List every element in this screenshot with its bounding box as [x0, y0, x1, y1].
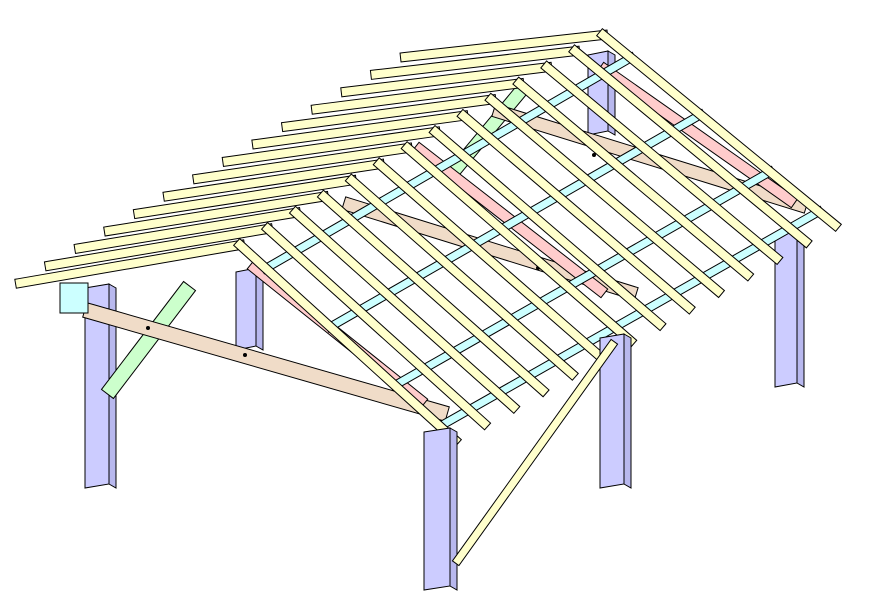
- rafter-front-slope-9-face: [485, 93, 724, 297]
- rafter-back-slope-10-face: [311, 78, 524, 114]
- purlin-1-face: [325, 110, 706, 332]
- rafter-back-slope-7: [221, 126, 442, 167]
- rafter-front-slope-9: [484, 92, 726, 299]
- rafter-back-slope-2-face: [74, 208, 301, 253]
- purlin-0: [259, 51, 637, 275]
- post-back-right-side: [796, 230, 805, 388]
- rafter-front-slope-10: [512, 76, 755, 282]
- rafter-back-slope-13: [399, 29, 609, 63]
- brace-long-diagonal-face: [453, 340, 617, 565]
- rafter-front-slope-13-face: [597, 29, 841, 231]
- rafter-front-slope-7: [428, 124, 667, 332]
- post-left-middle-face: [235, 267, 257, 351]
- rafter-back-slope-1: [43, 223, 274, 272]
- rafter-front-slope-3-face: [318, 190, 549, 397]
- purlin-3: [433, 205, 825, 433]
- bolt-0: [146, 326, 150, 330]
- rafter-front-slope-4: [344, 173, 579, 381]
- rafter-front-slope-0-face: [234, 239, 461, 446]
- rafter-front-slope-0: [232, 237, 463, 448]
- rafter-front-slope-4-face: [346, 174, 578, 380]
- rafter-back-slope-4-face: [133, 175, 357, 219]
- front-structure: [423, 333, 632, 591]
- rafter-front-slope-1-face: [262, 223, 490, 430]
- purlin-2: [388, 165, 777, 392]
- rafter-front-slope-7-face: [429, 126, 666, 330]
- rafter-front-slope-6-face: [401, 142, 637, 347]
- rafter-back-slope-5-face: [163, 159, 385, 201]
- rafter-back-slope-11: [340, 61, 553, 98]
- bolt-2: [592, 153, 596, 157]
- post-front-corner-face: [423, 427, 451, 591]
- post-right-front: [599, 333, 632, 489]
- rafter-front-slope-5: [372, 157, 609, 365]
- rafter-back-slope-1-face: [45, 224, 273, 271]
- purlin-2-face: [390, 167, 775, 391]
- rafter-front-slope-2: [288, 205, 521, 414]
- purlin-0-face: [261, 53, 636, 274]
- rafter-back-slope-5: [162, 158, 386, 202]
- gable-end-block: [59, 282, 89, 314]
- post-front-corner-side: [449, 427, 458, 591]
- rafter-front-slope-13: [595, 27, 843, 233]
- tie-beam-front-face: [83, 303, 449, 421]
- purlin-3-face: [435, 206, 824, 432]
- rafter-back-slope-11-face: [341, 62, 552, 97]
- rafter-back-slope-2: [73, 206, 302, 254]
- rafter-back-slope-10: [310, 77, 525, 115]
- rafter-front-slope-11-face: [541, 61, 783, 264]
- rafter-back-slope-3-face: [104, 191, 329, 236]
- rafter-front-slope-2-face: [290, 207, 520, 413]
- rafter-back-slope-7-face: [222, 127, 440, 166]
- rafter-back-slope-3: [103, 190, 330, 237]
- rafter-back-slope-12: [369, 45, 581, 80]
- bolt-1: [243, 353, 247, 357]
- rafter-back-slope-8: [251, 110, 470, 150]
- rafter-back-slope-4: [132, 174, 358, 220]
- rafter-front-slope-10-face: [513, 77, 753, 281]
- rafter-back-slope-6: [192, 142, 414, 185]
- purlin-1: [324, 108, 707, 334]
- rafter-back-slope-6-face: [193, 143, 413, 184]
- rafter-back-slope-13-face: [400, 30, 608, 62]
- rafter-front-slope-11: [540, 60, 784, 266]
- brace-long-diagonal: [451, 338, 619, 567]
- roof-members: [14, 27, 843, 448]
- brace-left-face: [102, 282, 195, 398]
- rafter-front-slope-8-face: [457, 110, 695, 314]
- rafter-front-slope-12-face: [569, 45, 812, 248]
- rafter-back-slope-12-face: [370, 46, 580, 79]
- post-left-middle: [235, 267, 264, 351]
- post-front-corner: [423, 427, 458, 591]
- post-right-front-side: [623, 333, 632, 489]
- post-back-right: [774, 230, 805, 388]
- rafter-front-slope-5-face: [373, 158, 607, 363]
- rafter-back-slope-8-face: [252, 111, 468, 149]
- brace-left: [100, 280, 197, 400]
- rafter-front-slope-6: [400, 141, 638, 348]
- rafter-back-slope-0: [14, 239, 246, 289]
- rafter-back-slope-9: [280, 94, 497, 133]
- rafter-back-slope-0-face: [15, 240, 245, 288]
- tie-beam-front: [82, 302, 450, 422]
- rafter-front-slope-3: [316, 189, 550, 398]
- rafter-back-slope-9-face: [282, 95, 496, 132]
- rafter-front-slope-12: [568, 44, 813, 249]
- rafter-front-slope-8: [456, 108, 696, 315]
- rafter-front-slope-1: [260, 221, 492, 431]
